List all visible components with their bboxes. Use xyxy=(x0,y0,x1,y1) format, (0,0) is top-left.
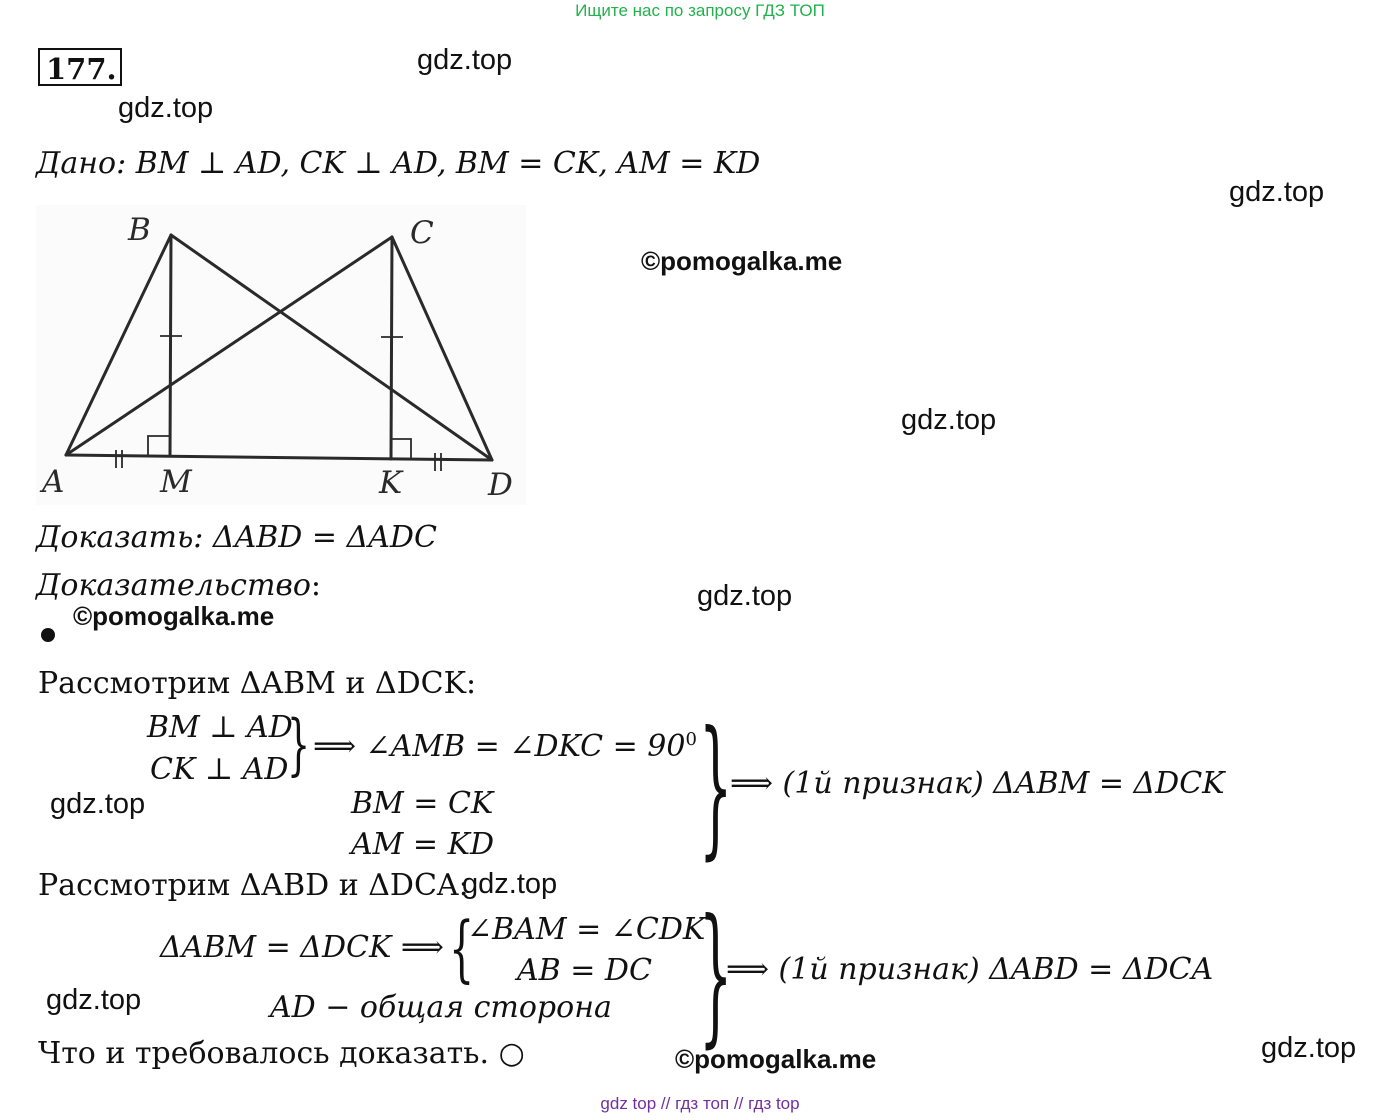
watermark-pomogalka: ©pomogalka.me xyxy=(675,1044,877,1074)
vertex-label-b: B xyxy=(127,212,151,248)
brace-small-right-1: } xyxy=(287,706,311,783)
degree-sup: 0 xyxy=(685,729,697,750)
vertex-label-a: A xyxy=(39,464,64,500)
brace-left-2: { xyxy=(449,906,475,990)
right-angle-k xyxy=(391,438,412,459)
watermark-gdz: gdz.top xyxy=(1261,1032,1357,1064)
step2-cond3: AD − общая сторона xyxy=(270,990,612,1025)
brace-large-right-1: } xyxy=(699,700,733,874)
step2-intro: Рассмотрим ΔABD и ΔDCA: xyxy=(38,868,469,903)
bullet-dot xyxy=(41,628,55,642)
step2-conclusion: ⟹ (1й признак) ΔABD = ΔDCA xyxy=(726,952,1214,987)
vertex-label-m: M xyxy=(159,464,193,500)
segment-ac xyxy=(64,235,394,457)
step1-angle-implication: ⟹ ∠AMB = ∠DKC = 900 xyxy=(313,729,697,764)
vertex-label-c: C xyxy=(410,215,434,251)
prove-label: Доказать xyxy=(36,520,194,555)
step1-angle-text: ⟹ ∠AMB = ∠DKC = 90 xyxy=(313,729,686,764)
step2-cond2: AB = DC xyxy=(517,953,652,988)
watermark-gdz: gdz.top xyxy=(46,984,142,1016)
step2-cond1: ∠BAM = ∠CDK xyxy=(467,912,706,947)
watermark-gdz: gdz.top xyxy=(697,580,793,612)
qed-line: Что и требовалось доказать. ○ xyxy=(38,1036,525,1071)
problem-number: 177. xyxy=(38,48,122,86)
prove-text: : ΔABD = ΔADC xyxy=(193,520,437,555)
watermark-pomogalka: ©pomogalka.me xyxy=(641,246,843,276)
step1-conclusion: ⟹ (1й признак) ΔABM = ΔDCK xyxy=(730,766,1225,801)
watermark-gdz: gdz.top xyxy=(901,404,997,436)
segment-cd xyxy=(390,235,494,462)
step1-cond3: BM = CK xyxy=(351,786,494,821)
step1-cond2: CK ⊥ AD xyxy=(150,752,289,787)
watermark-gdz: gdz.top xyxy=(462,868,558,900)
step1-intro: Рассмотрим ΔABM и ΔDCK: xyxy=(38,666,477,701)
search-hint: Ищите нас по запросу ГДЗ ТОП xyxy=(575,1,825,20)
watermark-pomogalka: ©pomogalka.me xyxy=(73,601,275,631)
given-line: Дано: BM ⊥ AD, CK ⊥ AD, BM = CK, AM = KD xyxy=(36,146,760,181)
right-angle-m xyxy=(147,435,170,456)
watermark-gdz: gdz.top xyxy=(417,44,513,76)
prove-line: Доказать: ΔABD = ΔADC xyxy=(36,520,437,555)
segment-ab xyxy=(64,233,173,457)
step2-premise: ΔABM = ΔDCK ⟹ xyxy=(160,930,444,965)
segment-bm xyxy=(168,233,173,458)
segment-ad xyxy=(64,453,494,462)
proof-colon: : xyxy=(310,568,322,603)
segment-bd xyxy=(169,233,494,462)
footer-links: gdz top // гдз топ // гдз top xyxy=(600,1094,800,1113)
given-label: Дано xyxy=(36,146,117,181)
brace-large-right-2: } xyxy=(699,888,733,1062)
segment-ck xyxy=(389,235,394,461)
vertex-label-d: D xyxy=(487,467,513,503)
given-text: : BM ⊥ AD, CK ⊥ AD, BM = CK, AM = KD xyxy=(116,146,761,181)
proof-label: Доказательство xyxy=(36,568,311,603)
proof-heading: Доказательство: xyxy=(36,568,321,603)
watermark-gdz: gdz.top xyxy=(50,788,146,820)
watermark-gdz: gdz.top xyxy=(1229,176,1325,208)
step1-cond1: BM ⊥ AD xyxy=(147,710,293,745)
vertex-label-k: K xyxy=(378,465,404,501)
step1-cond4: AM = KD xyxy=(351,827,495,862)
watermark-gdz: gdz.top xyxy=(118,92,214,124)
geometry-figure: B C A M K D xyxy=(36,205,526,505)
